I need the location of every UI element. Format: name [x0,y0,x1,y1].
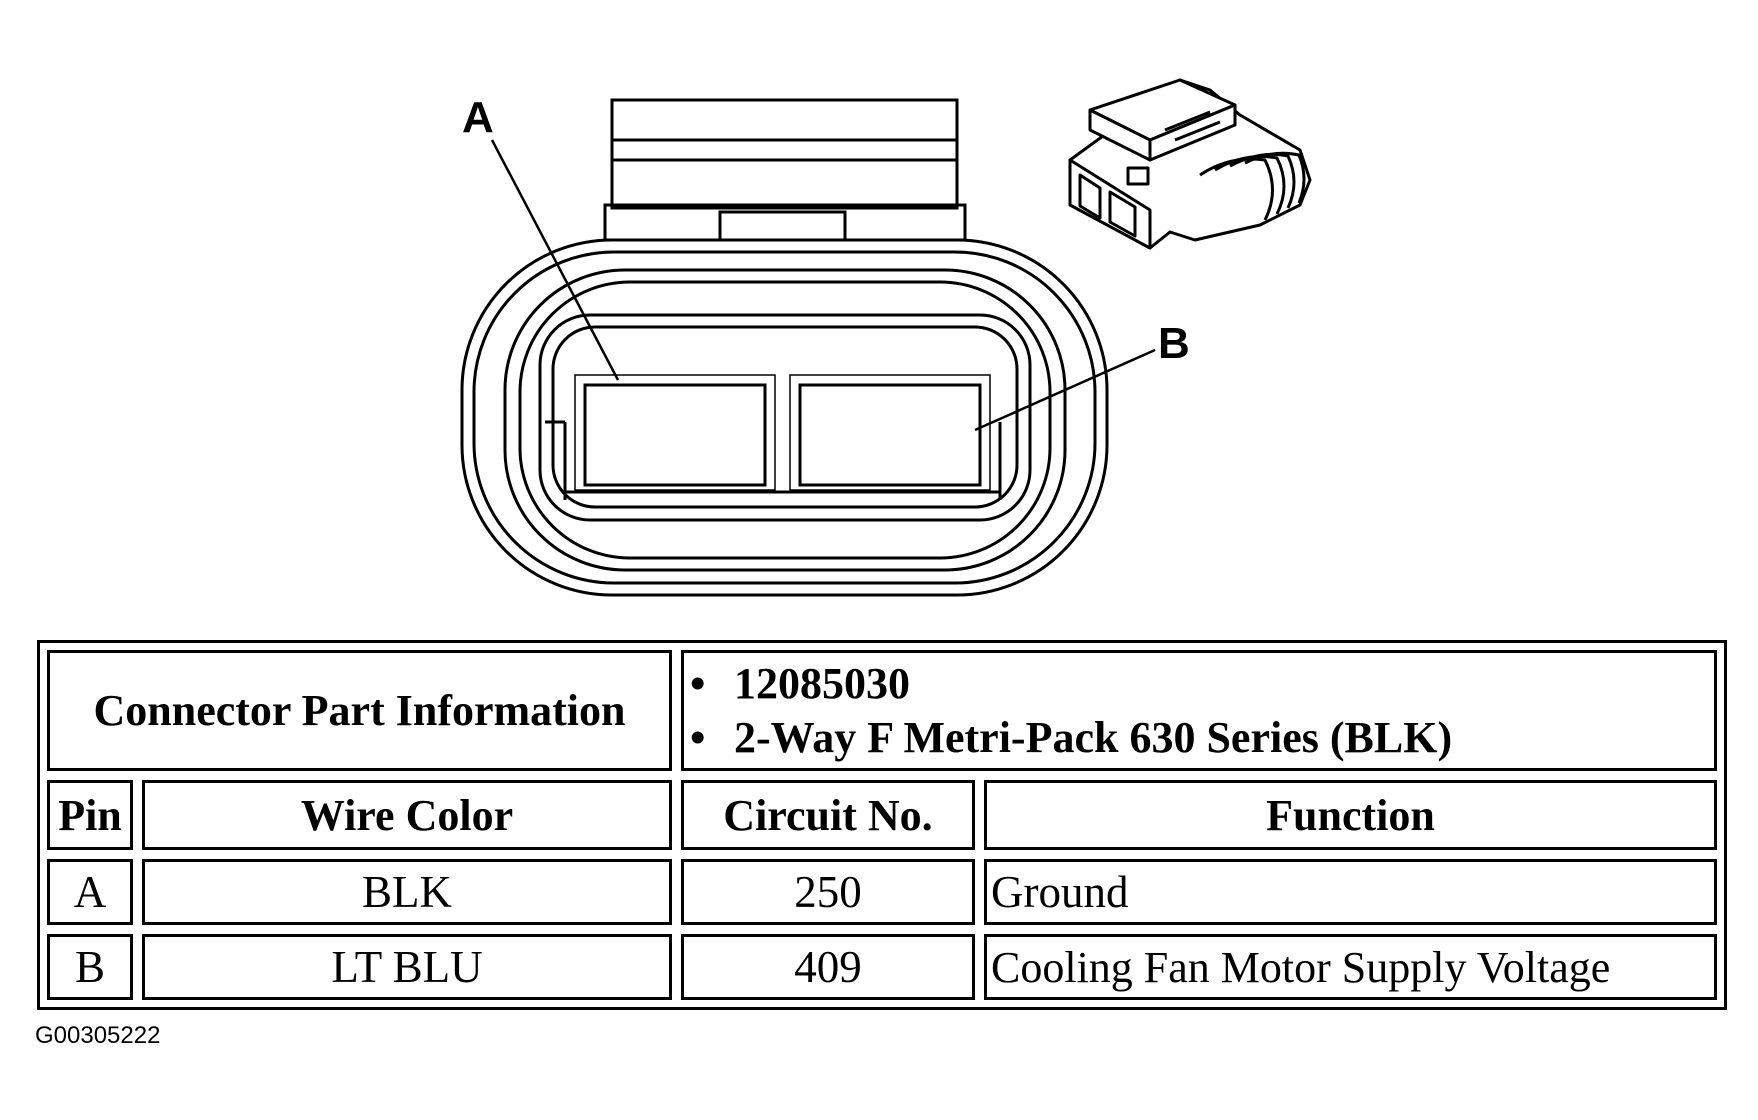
leader-line-b [974,348,1156,432]
connector-info-table: Connector Part Information • 12085030 • 2-… [37,640,1727,1010]
figure-id: G00305222 [35,1022,161,1049]
leader-line-a [490,139,620,381]
connector-housing-outer [460,238,1109,597]
connector-part-info-values: • 12085030 • 2-Way F Metri-Pack 630 Series… [681,650,1717,772]
circuit-cell: 250 [681,859,975,926]
terminal-b [798,383,982,487]
table-row: A BLK 250 Ground [47,859,1717,926]
pinout-table: Connector Part Information • 12085030 • 2-… [38,641,1726,1009]
wire-color-cell: BLK [142,859,672,926]
list-item: • 2-Way F Metri-Pack 630 Series (BLK) [690,711,1710,765]
circuit-cell: 409 [681,934,975,1000]
bullet-icon: • [690,712,706,762]
terminal-a [583,383,767,487]
table-info-row: Connector Part Information • 12085030 • 2-… [47,650,1717,772]
function-cell: Cooling Fan Motor Supply Voltage [984,934,1717,1000]
connector-type: 2-Way F Metri-Pack 630 Series (BLK) [734,712,1453,762]
part-number: 12085030 [734,658,910,708]
table-header-row: Pin Wire Color Circuit No. Function [47,780,1717,851]
callout-label-a: A [462,93,494,142]
wire-color-cell: LT BLU [142,934,672,1000]
header-function: Function [984,780,1717,851]
bullet-icon: • [690,658,706,708]
pin-cell: B [47,934,133,1000]
pin-cell: A [47,859,133,926]
list-item: • 12085030 [690,657,1710,711]
connector-part-info-label: Connector Part Information [47,650,672,772]
connector-3d-view [1068,78,1312,250]
header-circuit-no: Circuit No. [681,780,975,851]
connector-cavity [538,313,1032,522]
callout-label-b: B [1158,319,1190,368]
header-wire-color: Wire Color [142,780,672,851]
function-cell: Ground [984,859,1717,926]
header-pin: Pin [47,780,133,851]
table-row: B LT BLU 409 Cooling Fan Motor Supply Vo… [47,934,1717,1000]
connector-latch-top [610,98,959,162]
connector-diagram: A B [460,78,1312,597]
